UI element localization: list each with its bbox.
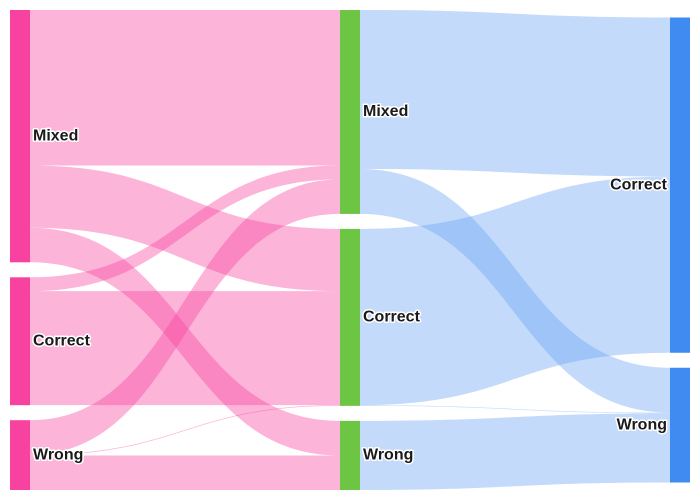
flow-link-c1-mixed-to-c2-wrong <box>360 168 670 413</box>
node-bars <box>10 10 690 490</box>
node-bar-c2-correct <box>670 17 690 353</box>
flow-link-c0-mixed-to-c1-mixed <box>30 10 340 166</box>
node-label-c2-wrong: Wrong <box>617 416 667 433</box>
flow-link-c0-mixed-to-c1-correct <box>30 165 340 292</box>
node-bar-c1-mixed <box>340 10 360 214</box>
node-label-c1-mixed: Mixed <box>363 103 408 120</box>
flow-link-c0-wrong-to-c1-correct <box>30 405 340 456</box>
flow-link-c1-mixed-to-c2-correct <box>360 10 670 177</box>
flow-link-c1-correct-to-c2-correct <box>360 176 670 406</box>
node-bar-c1-wrong <box>340 420 360 490</box>
flow-link-c0-correct-to-c1-correct <box>30 291 340 406</box>
node-label-c1-correct: Correct <box>363 309 421 326</box>
flow-links <box>30 10 670 490</box>
node-bar-c0-correct <box>10 277 30 406</box>
flow-link-c0-correct-to-c1-mixed <box>30 165 340 292</box>
flow-link-c1-wrong-to-c2-wrong <box>360 413 670 490</box>
flow-link-c0-mixed-to-c1-wrong <box>30 227 340 456</box>
flow-link-c1-correct-to-c2-wrong <box>360 405 670 414</box>
node-label-c1-wrong: Wrong <box>363 447 413 464</box>
node-bar-c2-wrong <box>670 367 690 483</box>
node-bar-c0-wrong <box>10 420 30 490</box>
node-label-c2-correct: Correct <box>610 176 668 193</box>
flow-link-c0-wrong-to-c1-wrong <box>30 455 340 490</box>
node-bar-c1-correct <box>340 228 360 406</box>
node-label-c0-correct: Correct <box>33 332 91 349</box>
flow-link-c0-wrong-to-c1-mixed <box>30 179 340 455</box>
node-label-c0-wrong: Wrong <box>33 446 83 463</box>
node-bar-c0-mixed <box>10 10 30 263</box>
node-label-c0-mixed: Mixed <box>33 127 78 144</box>
